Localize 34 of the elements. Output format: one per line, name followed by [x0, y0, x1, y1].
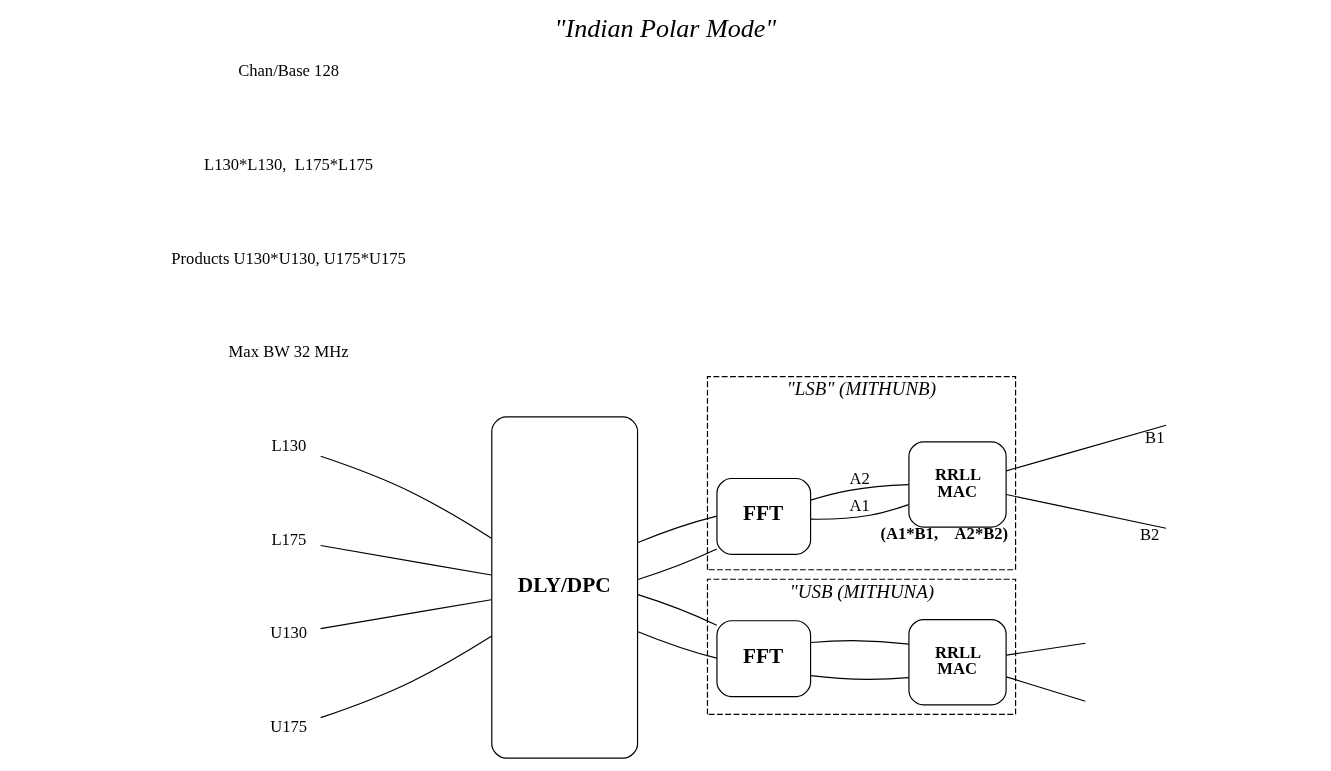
node-text: L175	[270, 529, 306, 549]
label: Chan/Base 128	[237, 61, 339, 81]
connector	[809, 504, 909, 520]
node-box: FFT	[715, 477, 811, 555]
connector	[1005, 493, 1167, 529]
node-box: RRLL MAC	[907, 441, 1007, 528]
connector	[319, 544, 492, 576]
connector	[1005, 424, 1167, 472]
connector	[809, 484, 909, 501]
node-box: FFT	[715, 620, 811, 698]
node-text: L130	[270, 435, 306, 455]
label: Products U130*U130, U175*U175	[170, 248, 406, 268]
label: L130*L130, L175*L175	[203, 155, 373, 175]
connector	[636, 594, 717, 626]
node-text: U175	[269, 716, 307, 736]
edge-label: B1	[1144, 428, 1164, 448]
connector	[319, 635, 492, 719]
edge-label: A2	[849, 468, 870, 488]
node-box: DLY/DPC	[490, 416, 638, 759]
node-box: RRLL MAC	[907, 618, 1007, 706]
connector	[1005, 676, 1086, 702]
connector	[636, 515, 717, 544]
label: Max BW 32 MHz	[228, 342, 349, 362]
connector	[636, 548, 717, 581]
connector	[319, 599, 492, 630]
connector	[809, 675, 909, 680]
connector	[319, 455, 492, 539]
connector	[1005, 642, 1086, 656]
node-text: U130	[269, 623, 307, 643]
connector	[636, 631, 717, 659]
connector	[809, 640, 909, 645]
edge-label: A1	[849, 495, 870, 515]
edge-label: B2	[1139, 524, 1159, 544]
diagram-title: "Indian Polar Mode"	[554, 14, 776, 44]
